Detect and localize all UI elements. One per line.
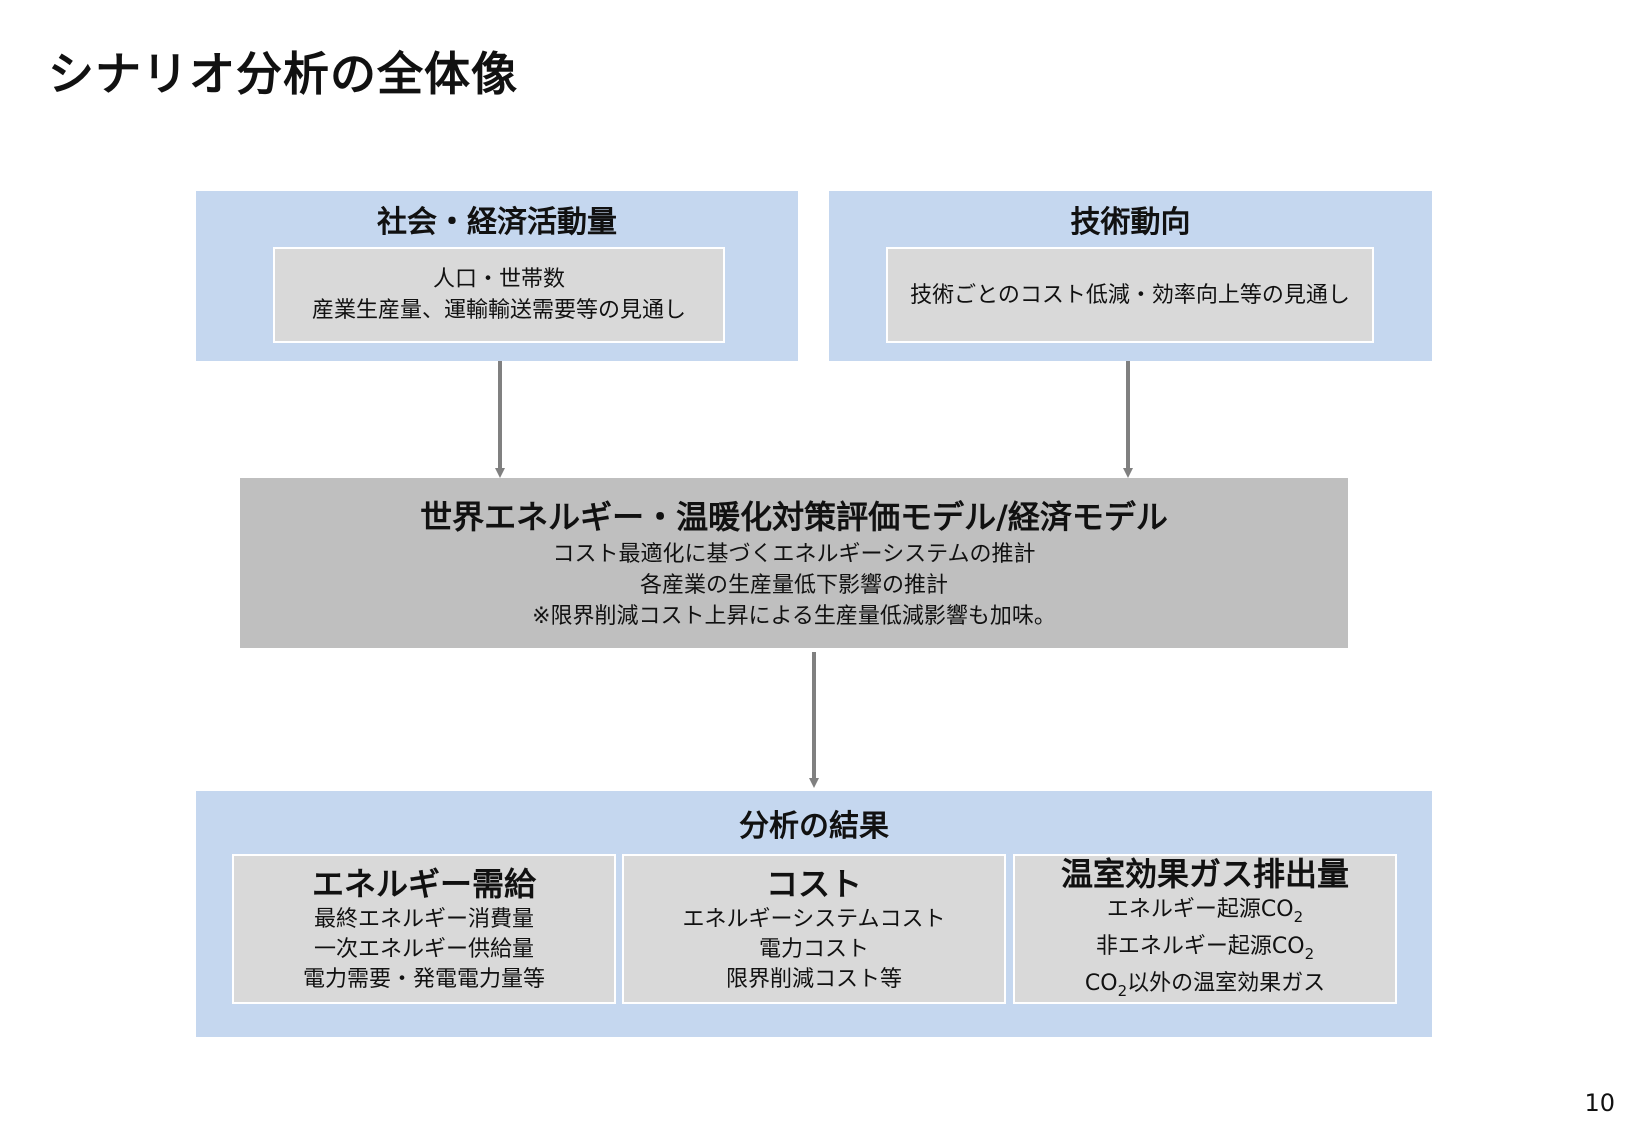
model-line-2: 各産業の生産量低下影響の推計	[639, 572, 948, 598]
results-panel: 分析の結果 エネルギー需給 最終エネルギー消費量 一次エネルギー供給量 電力需要…	[196, 791, 1432, 1037]
results-title: 分析の結果	[739, 809, 889, 844]
model-box: 世界エネルギー・温暖化対策評価モデル/経済モデル コスト最適化に基づくエネルギー…	[240, 478, 1348, 648]
socio-economic-panel: 社会・経済活動量 人口・世帯数 産業生産量、運輸輸送需要等の見通し	[196, 191, 798, 361]
ghg-result-line-2: 非エネルギー起源CO2	[1095, 933, 1315, 963]
cost-result-line-2: 電力コスト	[758, 937, 869, 962]
ghg-result-line-1: エネルギー起源CO2	[1106, 896, 1304, 926]
cost-result-line-1: エネルギーシステムコスト	[682, 907, 946, 932]
technology-line-1: 技術ごとのコスト低減・効率向上等の見通し	[910, 282, 1350, 308]
energy-result-box: エネルギー需給 最終エネルギー消費量 一次エネルギー供給量 電力需要・発電電力量…	[232, 854, 616, 1004]
technology-box: 技術ごとのコスト低減・効率向上等の見通し	[886, 247, 1374, 343]
ghg-result-title: 温室効果ガス排出量	[1060, 854, 1349, 893]
ghg-result-box: 温室効果ガス排出量 エネルギー起源CO2 非エネルギー起源CO2 CO2以外の温…	[1013, 854, 1397, 1004]
technology-panel: 技術動向 技術ごとのコスト低減・効率向上等の見通し	[829, 191, 1432, 361]
socio-economic-title: 社会・経済活動量	[377, 205, 617, 240]
model-line-3: ※限界削減コスト上昇による生産量低減影響も加味。	[532, 603, 1056, 629]
technology-title: 技術動向	[1070, 205, 1191, 240]
energy-result-title: エネルギー需給	[311, 865, 536, 903]
ghg-result-line-3: CO2以外の温室効果ガス	[1084, 970, 1326, 1000]
model-line-1: コスト最適化に基づくエネルギーシステムの推計	[552, 541, 1036, 567]
cost-result-title: コスト	[765, 865, 862, 903]
model-title: 世界エネルギー・温暖化対策評価モデル/経済モデル	[420, 497, 1168, 536]
socio-economic-line-2: 産業生産量、運輸輸送需要等の見通し	[311, 298, 686, 323]
socio-economic-line-1: 人口・世帯数	[432, 267, 565, 292]
cost-result-line-3: 限界削減コスト等	[725, 967, 902, 992]
page-number: 10	[1584, 1089, 1615, 1117]
socio-economic-box: 人口・世帯数 産業生産量、運輸輸送需要等の見通し	[273, 247, 725, 343]
energy-result-line-2: 一次エネルギー供給量	[313, 937, 534, 962]
energy-result-line-1: 最終エネルギー消費量	[313, 907, 534, 932]
energy-result-line-3: 電力需要・発電電力量等	[302, 967, 545, 992]
slide-title: シナリオ分析の全体像	[48, 47, 518, 101]
cost-result-box: コスト エネルギーシステムコスト 電力コスト 限界削減コスト等	[622, 854, 1006, 1004]
